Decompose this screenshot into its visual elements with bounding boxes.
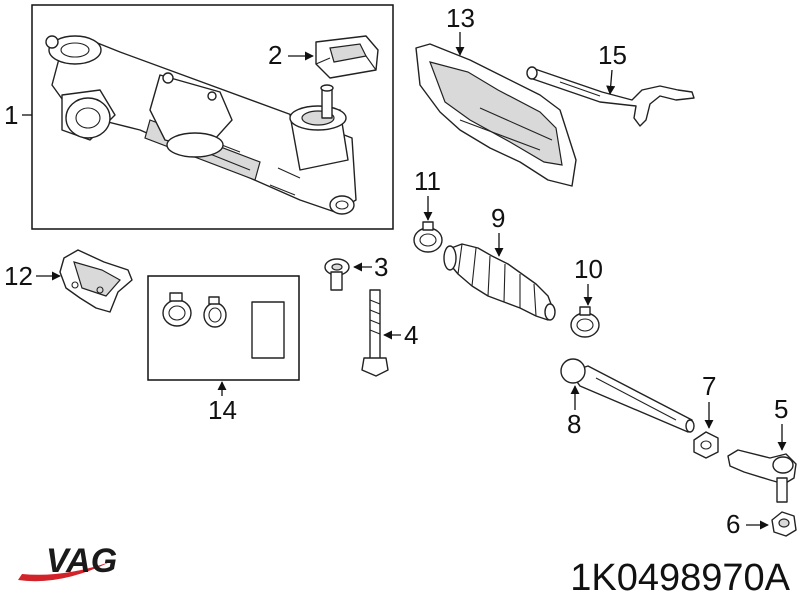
tie-rod-end-illustration [727,449,797,503]
bracket-group: 12 [4,249,133,313]
boot-illustration [443,243,556,321]
repair-kit-frame [147,275,300,381]
leader-15 [606,69,616,95]
callout-13: 13 [446,3,475,33]
part-number: 1K0498970A [570,557,790,599]
steering-gear-group: 1 [4,4,394,230]
logo-text: VAG [46,542,117,580]
grommet-group: 2 [268,35,379,79]
heat-shield-group: 13 [415,3,577,187]
tie-rod-illustration [560,358,695,433]
vag-logo: VAG [18,542,117,582]
callout-7: 7 [702,371,716,401]
callout-11: 11 [414,166,441,196]
logo-swoosh [18,562,110,582]
callout-2: 2 [268,40,282,70]
callout-12: 12 [4,261,33,291]
steering-gear-frame [31,4,394,230]
nut-7-group: 7 [693,371,719,459]
screw-group: 3 [324,252,388,291]
callout-8: 8 [567,409,581,439]
boot-group: 9 [443,203,556,321]
clamp-10-group: 10 [570,254,603,338]
callout-14: 14 [208,395,237,425]
bolt-group: 4 [361,289,418,377]
repair-kit-clamp-large [162,292,192,327]
steering-gear-illustration [45,35,357,215]
hose-illustration [529,67,695,127]
repair-kit-clamp-small [203,296,227,328]
nut-7-illustration [693,431,719,459]
callout-15: 15 [598,40,627,70]
callout-6: 6 [726,509,740,539]
callout-3: 3 [374,252,388,282]
tie-rod-end-group: 5 [727,394,797,503]
nut-6-group: 6 [726,509,797,539]
clamp-11-group: 11 [413,166,443,253]
clamp-11-illustration [413,227,443,253]
callout-5: 5 [774,394,788,424]
callout-4: 4 [404,320,418,350]
tie-rod-group: 8 [560,358,695,439]
repair-kit-pad [251,301,285,359]
screw-illustration [324,258,350,291]
clamp-10-illustration [570,312,600,338]
bolt-illustration [361,289,389,377]
callout-10: 10 [574,254,603,284]
callout-9: 9 [491,203,505,233]
hose-group: 15 [526,40,695,127]
callout-1: 1 [4,100,18,130]
repair-kit-group: 14 [147,275,300,425]
